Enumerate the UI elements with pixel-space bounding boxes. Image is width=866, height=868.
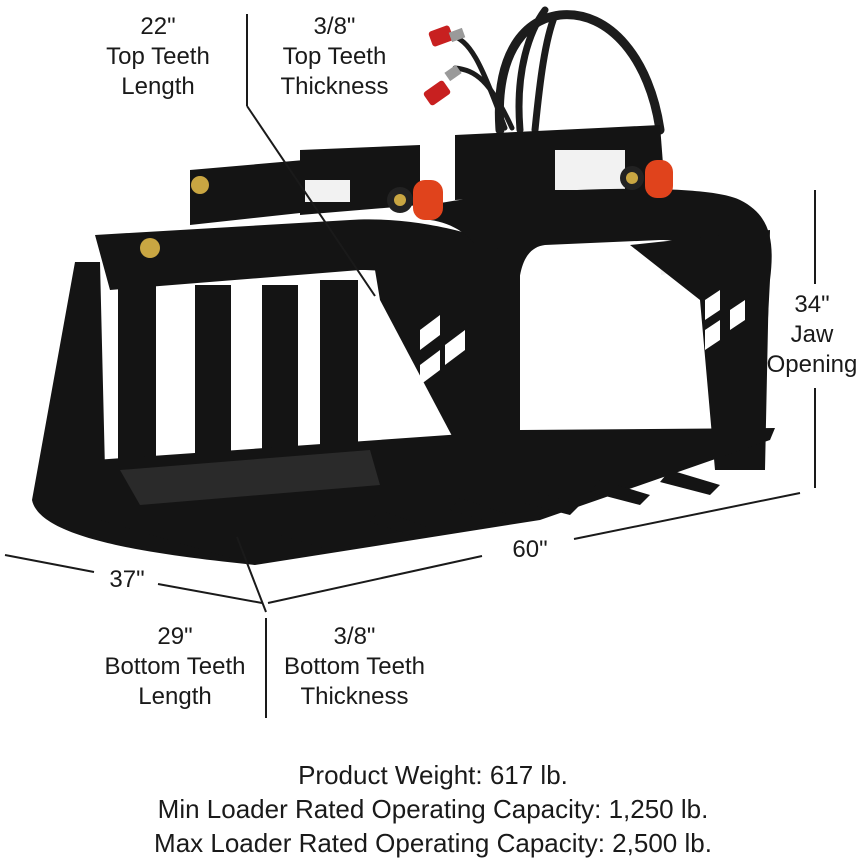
top-teeth-length-label: 22" Top Teeth Length [88,12,228,102]
width-label: 60" [490,535,570,565]
bottom-teeth-thickness-caption-2: Thickness [300,683,409,710]
top-teeth-thickness-caption-2: Thickness [280,73,389,100]
jaw-opening-caption-2: Opening [766,351,858,378]
top-teeth-thickness-caption-1: Top Teeth [282,43,387,70]
top-teeth-length-caption-2: Length [121,73,195,100]
top-teeth-length-value: 22" [140,13,176,40]
min-loader-capacity: Min Loader Rated Operating Capacity: 1,2… [157,794,709,824]
top-teeth-length-caption-1: Top Teeth [106,43,210,70]
bottom-teeth-thickness-label: 3/8" Bottom Teeth Thickness [272,622,437,712]
jaw-opening-label: 34" Jaw Opening [758,290,866,380]
hydraulic-cylinders [140,160,673,258]
max-loader-capacity: Max Loader Rated Operating Capacity: 2,5… [154,828,712,858]
jaw-opening-caption-1: Jaw [790,321,834,348]
depth-label: 37" [92,565,162,595]
bottom-teeth-length-value: 29" [157,623,193,650]
bottom-teeth-thickness-value: 3/8" [333,623,376,650]
hose-couplers [423,25,466,106]
bottom-teeth-length-caption-1: Bottom Teeth [104,653,246,680]
jaw-opening-value: 34" [794,291,830,318]
top-teeth-thickness-value: 3/8" [313,13,356,40]
product-weight: Product Weight: 617 lb. [298,760,568,790]
dimension-lines [4,14,816,718]
hydraulic-hoses [447,6,665,135]
jaw-slots [420,290,745,385]
bottom-teeth-length-label: 29" Bottom Teeth Length [90,622,260,712]
bottom-teeth-length-caption-2: Length [138,683,212,710]
width-value: 60" [512,536,548,563]
bottom-teeth-thickness-caption-1: Bottom Teeth [284,653,425,680]
bucket-floor-highlight [120,450,380,505]
depth-value: 37" [109,566,145,593]
rear-frame [190,125,696,276]
top-teeth-thickness-label: 3/8" Top Teeth Thickness [262,12,407,102]
